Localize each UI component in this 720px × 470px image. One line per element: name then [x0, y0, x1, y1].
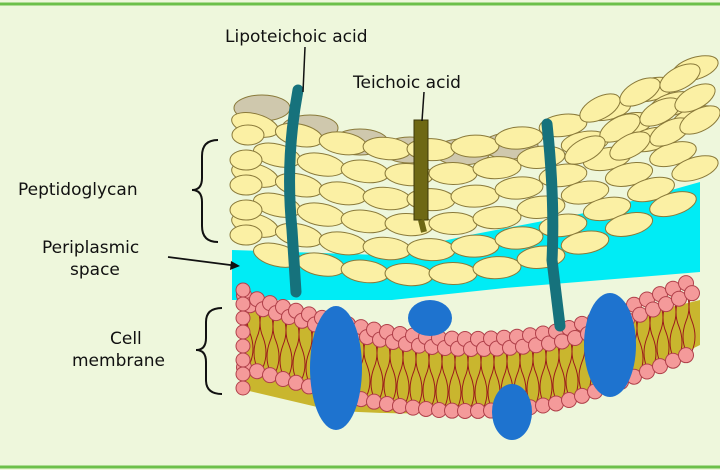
membrane-protein	[584, 293, 636, 397]
peptidoglycan-sugar	[230, 175, 262, 195]
membrane-protein	[492, 384, 532, 440]
membrane-protein	[310, 306, 362, 430]
lipid-head	[236, 297, 250, 311]
lipid-head	[236, 367, 250, 381]
peptidoglycan-sugar	[451, 235, 499, 258]
peptidoglycan-sugar	[230, 150, 262, 170]
membrane-protein	[408, 300, 452, 336]
peptidoglycan-sugar	[230, 200, 262, 220]
lipid-head	[236, 353, 250, 367]
label-lipoteichoic-acid: Lipoteichoic acid	[225, 27, 368, 47]
peptidoglycan-sugar	[451, 185, 499, 208]
peptidoglycan-sugar	[451, 135, 499, 158]
label-peptidoglycan: Peptidoglycan	[18, 180, 138, 200]
lipid-head	[367, 394, 382, 409]
lipid-head	[236, 283, 250, 297]
teichoic-acid-anchor	[421, 220, 424, 232]
peptidoglycan-sugar	[429, 262, 477, 284]
label-cell: Cell	[110, 329, 142, 349]
label-teichoic-acid: Teichoic acid	[352, 73, 461, 93]
lipid-head	[236, 339, 250, 353]
lipid-head	[685, 286, 700, 301]
lipid-head	[236, 311, 250, 325]
lipid-head	[679, 348, 694, 363]
label-periplasmic: Periplasmic	[42, 238, 139, 258]
peptidoglycan-sugar	[230, 225, 262, 245]
peptidoglycan-sugar	[232, 125, 264, 145]
lipid-head	[380, 396, 395, 411]
peptidoglycan-sugar	[429, 212, 477, 234]
teichoic-acid	[414, 120, 428, 220]
label-space: space	[70, 260, 120, 280]
label-membrane: membrane	[72, 351, 165, 371]
lipid-head	[236, 325, 250, 339]
lipid-head	[236, 381, 250, 395]
peptidoglycan-sugar	[429, 162, 477, 184]
lipid-head	[536, 398, 551, 413]
